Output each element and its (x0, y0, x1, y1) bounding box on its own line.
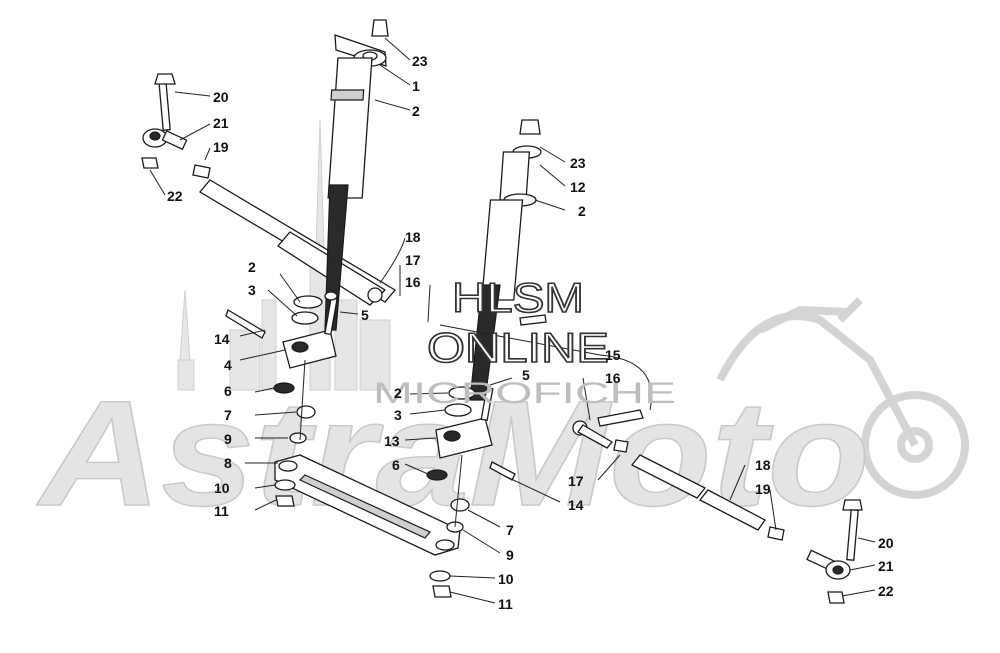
callout-2: 2 (248, 259, 256, 275)
callout-20: 20 (213, 89, 229, 105)
callout-12: 12 (570, 179, 586, 195)
callout-6: 6 (224, 383, 232, 399)
callout-3: 3 (394, 407, 402, 423)
left-tie-rod-end (141, 73, 211, 179)
callout-labels: 23 1 2 20 21 19 22 18 17 16 2 3 5 14 4 6… (167, 53, 894, 612)
callout-2: 2 (578, 203, 586, 219)
callout-7: 7 (224, 407, 232, 423)
callout-18: 18 (755, 457, 771, 473)
callout-19: 19 (755, 481, 771, 497)
motorcycle-silhouette (716, 297, 969, 499)
callout-23: 23 (412, 53, 428, 69)
right-bolts (519, 314, 547, 326)
callout-10: 10 (214, 480, 230, 496)
callout-9: 9 (224, 431, 232, 447)
callout-2: 2 (412, 103, 420, 119)
callout-17: 17 (568, 473, 584, 489)
callout-6: 6 (392, 457, 400, 473)
callout-18: 18 (405, 229, 421, 245)
right-bracket (426, 386, 516, 533)
steering-arm-plate (274, 454, 461, 598)
left-bracket (225, 291, 338, 444)
left-tie-rod (199, 179, 396, 306)
callout-5: 5 (361, 307, 369, 323)
callout-17: 17 (405, 252, 421, 268)
callout-21: 21 (213, 115, 229, 131)
callout-11: 11 (214, 503, 229, 519)
callout-22: 22 (167, 188, 183, 204)
callout-23: 23 (570, 155, 586, 171)
callout-21: 21 (878, 558, 894, 574)
callout-2: 2 (394, 385, 402, 401)
hlsm-watermark: HLSM ONLINE MICROFICHE (373, 273, 676, 410)
callout-16: 16 (405, 274, 421, 290)
callout-9: 9 (506, 547, 514, 563)
callout-11: 11 (498, 596, 513, 612)
callout-22: 22 (878, 583, 894, 599)
callout-10: 10 (498, 571, 514, 587)
callout-14: 14 (214, 331, 230, 347)
callout-14: 14 (568, 497, 584, 513)
watermark-line3: MICROFICHE (373, 377, 676, 410)
right-tie-rod-end (806, 499, 863, 604)
callout-3: 3 (248, 282, 256, 298)
callout-20: 20 (878, 535, 894, 551)
right-tie-rod (572, 409, 785, 541)
callout-4: 4 (224, 357, 232, 373)
watermark-line2: ONLINE (427, 324, 609, 371)
callout-16: 16 (605, 370, 621, 386)
callout-5: 5 (522, 367, 530, 383)
callout-13: 13 (384, 433, 400, 449)
callout-15: 15 (605, 347, 621, 363)
callout-19: 19 (213, 139, 229, 155)
watermark-line1: HLSM (452, 274, 584, 321)
callout-7: 7 (506, 522, 514, 538)
callout-1: 1 (412, 78, 420, 94)
leader-lines (149, 37, 876, 604)
callout-8: 8 (224, 455, 232, 471)
